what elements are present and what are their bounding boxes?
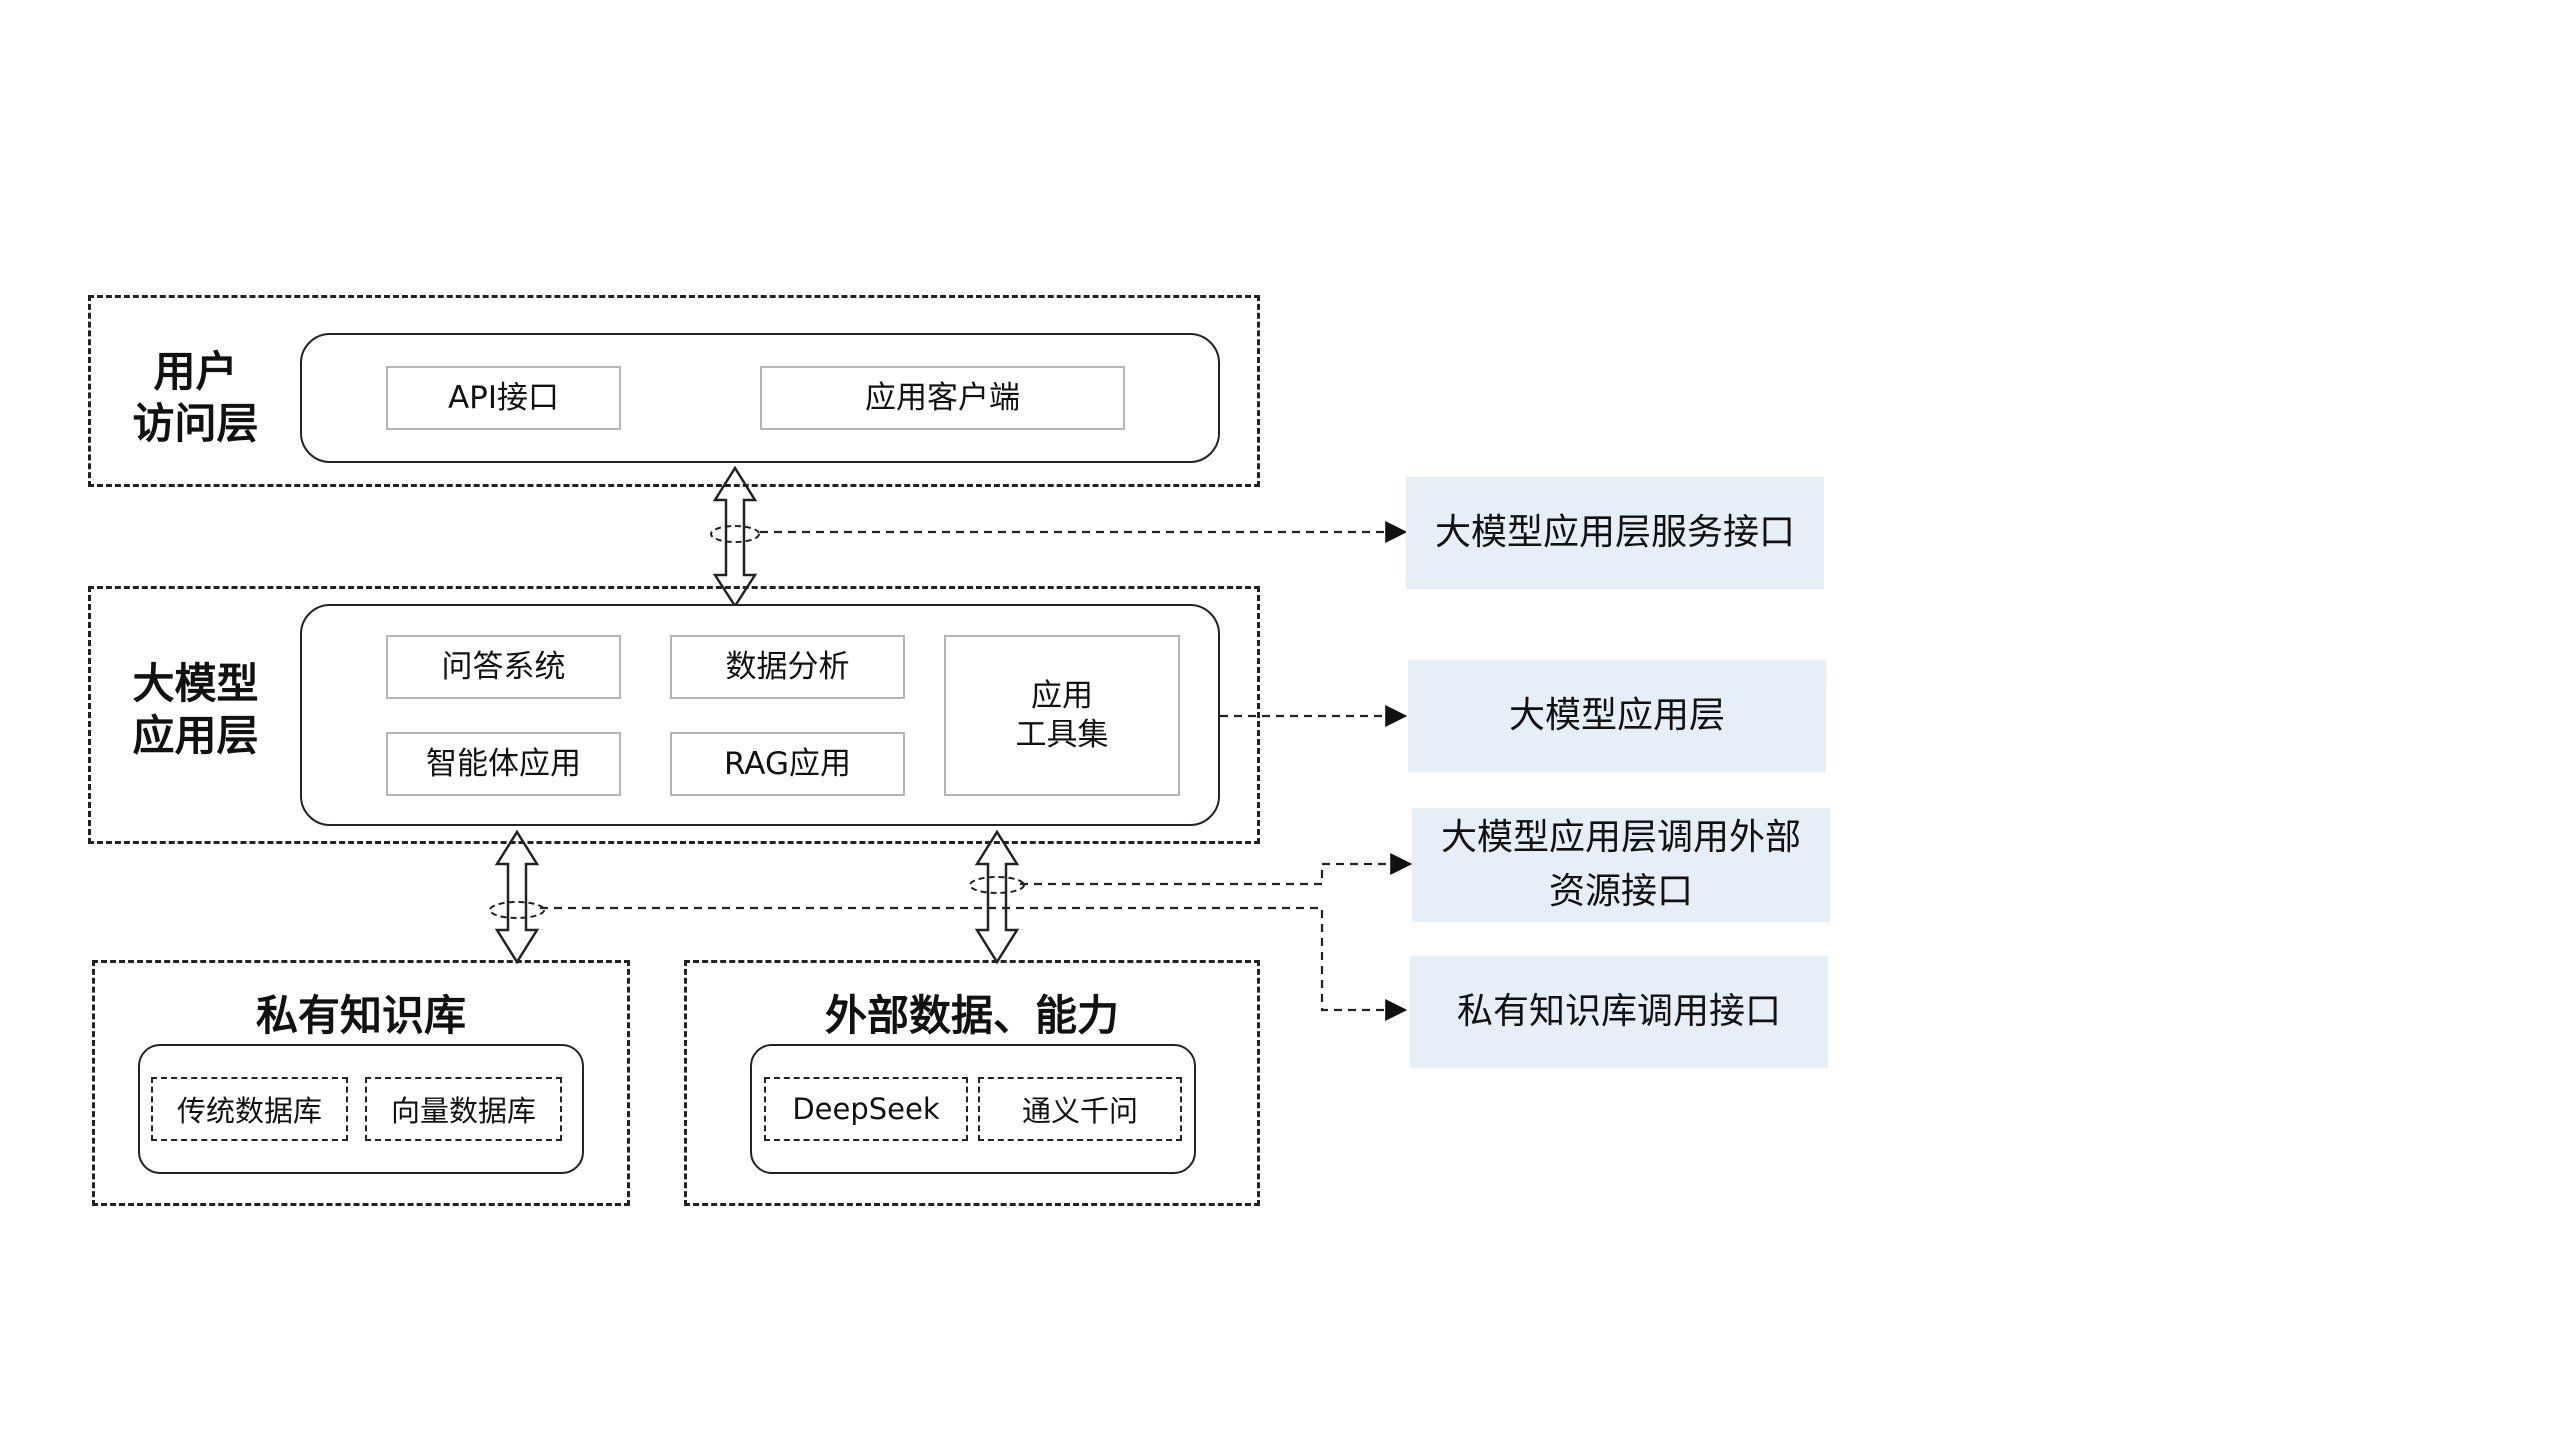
connector-kb-call — [540, 906, 1408, 1021]
service-interface-label: 大模型应用层服务接口 — [1406, 477, 1824, 589]
traditional-db-box[interactable]: 传统数据库 — [151, 1077, 348, 1141]
private-kb-title: 私有知识库 — [255, 991, 466, 1040]
data-analysis-box[interactable]: 数据分析 — [670, 635, 905, 699]
llm-app-layer-title: 大模型 应用层 — [132, 659, 259, 760]
llm-app-layer — [88, 586, 1260, 844]
external-data-section — [684, 960, 1260, 1206]
external-data-title: 外部数据、能力 — [824, 991, 1119, 1040]
tongyi-qianwen-box[interactable]: 通义千问 — [978, 1077, 1182, 1141]
external-call-interface-label: 大模型应用层调用外部 资源接口 — [1412, 808, 1830, 922]
app-client-box[interactable]: 应用客户端 — [760, 366, 1125, 430]
api-interface-box[interactable]: API接口 — [386, 366, 621, 430]
connector-external-call — [1020, 853, 1413, 886]
private-kb-section — [92, 960, 630, 1206]
double-arrow-llm-external — [969, 829, 1025, 965]
rag-app-box[interactable]: RAG应用 — [670, 732, 905, 796]
app-layer-label: 大模型应用层 — [1408, 660, 1826, 772]
user-access-layer — [88, 295, 1260, 487]
qa-system-box[interactable]: 问答系统 — [386, 635, 621, 699]
external-data-panel — [750, 1044, 1196, 1174]
deepseek-box[interactable]: DeepSeek — [764, 1077, 968, 1141]
user-access-layer-title: 用户 访问层 — [132, 347, 259, 448]
kb-call-interface-label: 私有知识库调用接口 — [1410, 956, 1828, 1068]
agent-app-box[interactable]: 智能体应用 — [386, 732, 621, 796]
double-arrow-llm-kb — [489, 829, 545, 965]
private-kb-panel — [138, 1044, 584, 1174]
app-toolset-box[interactable]: 应用 工具集 — [944, 635, 1180, 796]
vector-db-box[interactable]: 向量数据库 — [365, 1077, 562, 1141]
